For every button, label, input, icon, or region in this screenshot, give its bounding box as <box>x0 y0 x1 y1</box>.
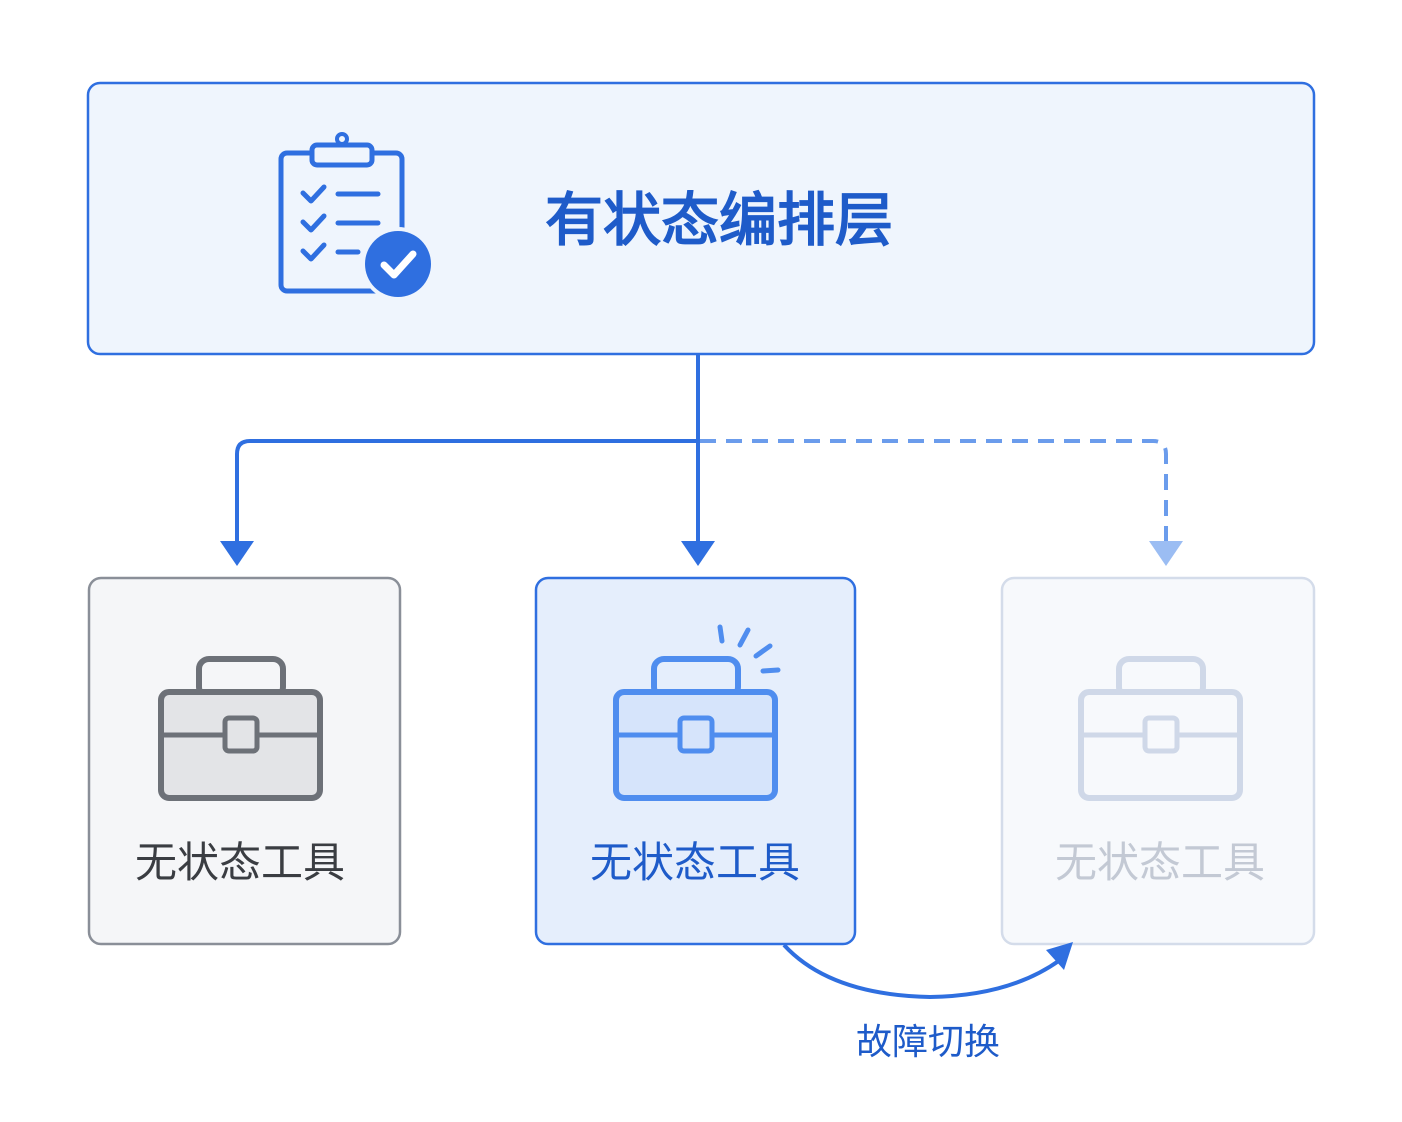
orchestrator-box: 有状态编排层 <box>86 81 1316 356</box>
arrowhead-middle <box>681 541 715 566</box>
toolbox-icon <box>158 656 323 801</box>
tool-card-standby: 无状态工具 <box>1000 576 1316 946</box>
failover-label: 故障切换 <box>856 1022 1000 1063</box>
tool-label: 无状态工具 <box>1055 838 1265 887</box>
toolbox-icon <box>613 624 781 801</box>
sparkle-icon <box>717 624 781 674</box>
toolbox-icon <box>1078 656 1243 801</box>
clipboard-check-icon <box>278 132 435 301</box>
failover-connector: 故障切换 <box>782 942 1073 1063</box>
tool-label: 无状态工具 <box>135 838 345 887</box>
orchestrator-title: 有状态编排层 <box>545 186 893 254</box>
tool-label: 无状态工具 <box>590 838 800 887</box>
arrowhead-right <box>1149 541 1183 566</box>
failover-arrowhead <box>1046 942 1073 970</box>
tool-card-active: 无状态工具 <box>534 576 857 946</box>
arrowhead-left <box>220 541 254 566</box>
connectors <box>220 354 1183 566</box>
tool-card-idle: 无状态工具 <box>87 576 402 946</box>
